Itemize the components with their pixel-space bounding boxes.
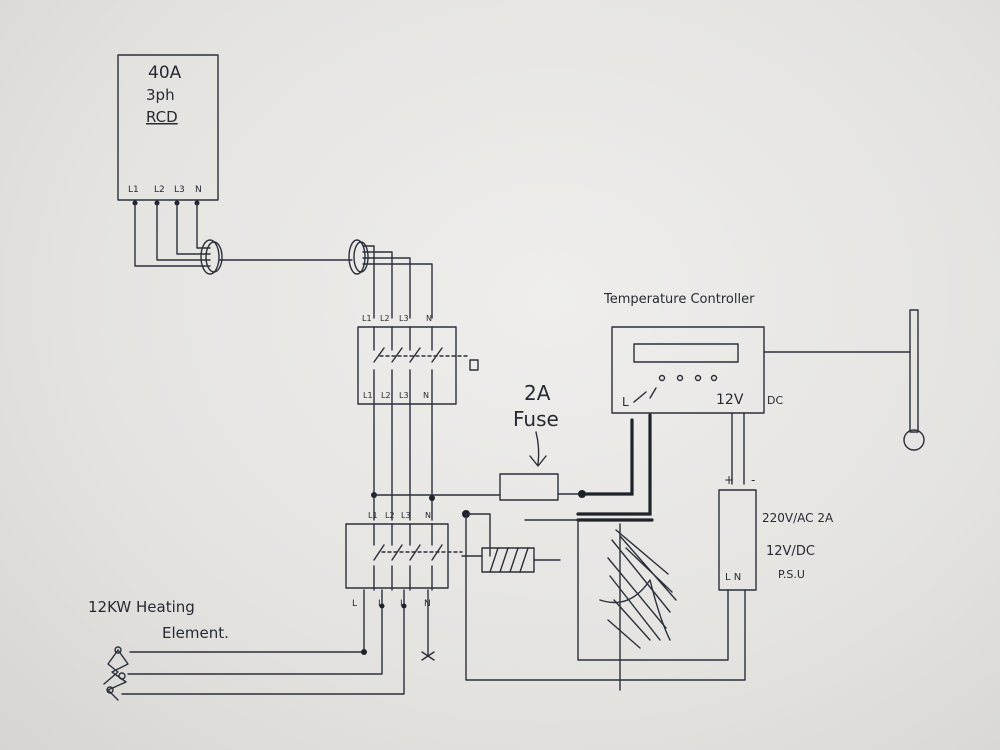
contactor-top-l1: L1 xyxy=(368,511,378,520)
controller-supply-label: 12V xyxy=(716,392,744,408)
contactor: L1 L2 L3 N L L L N xyxy=(345,511,463,609)
temperature-controller: Temperature Controller L 12V DC xyxy=(603,292,783,485)
main-cable xyxy=(219,239,433,319)
controller-relay-label: L xyxy=(622,395,629,409)
contactor-coil xyxy=(461,547,535,573)
heater-supply-wires xyxy=(121,589,435,695)
contactor-bottom-l1: L xyxy=(352,599,357,609)
rcd-phase: 3ph xyxy=(146,86,175,104)
isolator-switch: L1 L2 L3 N L1 L2 L3 N xyxy=(357,314,479,405)
fuse: 2A Fuse xyxy=(373,381,583,501)
contactor-top-n: N xyxy=(425,511,431,520)
psu-positive: + xyxy=(724,473,734,487)
heater-label-line2: Element. xyxy=(162,624,229,642)
isolator-to-contactor-wires xyxy=(371,403,435,521)
control-wiring xyxy=(462,413,746,691)
psu-input: 220V/AC 2A xyxy=(762,511,834,525)
psu-negative: - xyxy=(751,473,755,487)
power-supply-unit: + - L N 220V/AC 2A 12V/DC P.S.U xyxy=(718,473,834,591)
rcd-label: RCD xyxy=(146,108,178,126)
fuse-rating: 2A xyxy=(524,381,551,405)
isolator-top-l3: L3 xyxy=(399,314,409,323)
psu-terminals: L N xyxy=(725,572,741,583)
psu-name: P.S.U xyxy=(778,568,805,581)
contactor-top-l2: L2 xyxy=(385,511,395,520)
controller-supply-unit: DC xyxy=(767,394,783,407)
isolator-bottom-l3: L3 xyxy=(399,391,409,400)
contactor-top-l3: L3 xyxy=(401,511,411,520)
rcd-terminal-n: N xyxy=(195,185,202,195)
isolator-top-n: N xyxy=(426,314,432,323)
isolator-top-l1: L1 xyxy=(362,314,372,323)
isolator-bottom-l1: L1 xyxy=(363,391,373,400)
rcd-box: 40A 3ph RCD L1 L2 L3 N xyxy=(117,54,219,201)
heater-label-line1: 12KW Heating xyxy=(88,598,195,616)
isolator-bottom-n: N xyxy=(423,391,429,400)
fuse-label: Fuse xyxy=(513,407,559,431)
controller-title: Temperature Controller xyxy=(603,292,755,307)
rcd-terminal-l1: L1 xyxy=(128,185,139,195)
isolator-bottom-l2: L2 xyxy=(381,391,391,400)
isolator-top-l2: L2 xyxy=(380,314,390,323)
heating-element: 12KW Heating Element. xyxy=(88,598,229,701)
psu-output: 12V/DC xyxy=(766,544,815,559)
rcd-terminal-l2: L2 xyxy=(154,185,165,195)
rcd-terminal-l3: L3 xyxy=(174,185,185,195)
rcd-output-wires xyxy=(132,200,223,275)
rcd-rating: 40A xyxy=(148,63,182,83)
temperature-probe xyxy=(763,309,925,451)
